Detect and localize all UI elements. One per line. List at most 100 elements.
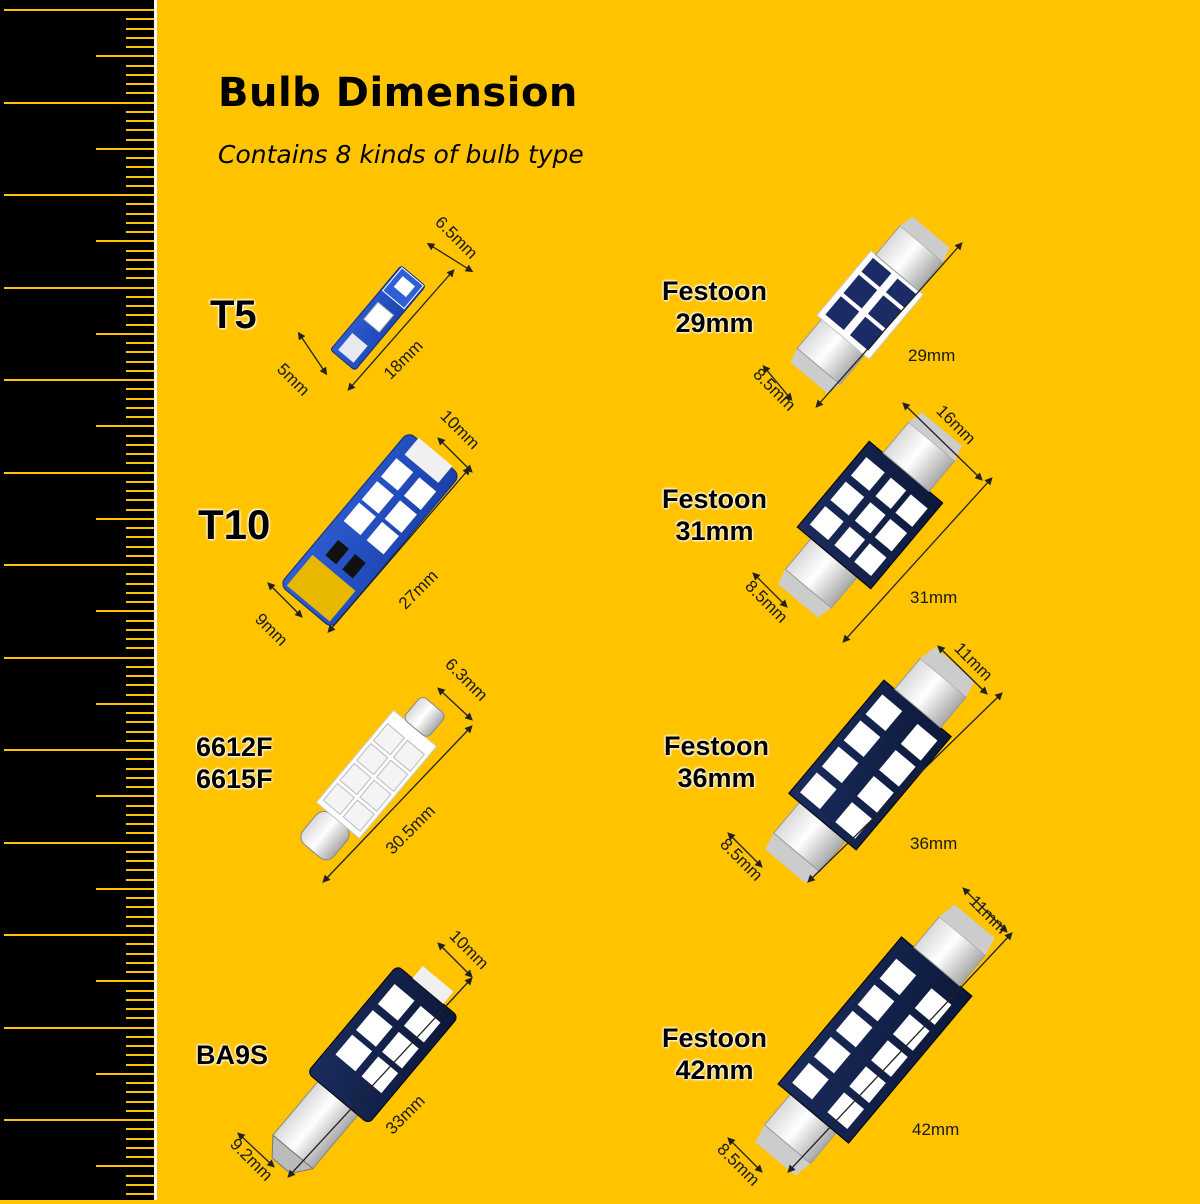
label-t10: T10 [198,501,271,548]
ruler-tick [126,804,154,807]
label-festoon-29mm-line1: Festoon [662,276,767,306]
ruler-tick [126,1008,154,1010]
ruler-tick [126,490,154,492]
bulb-t10 [282,434,458,626]
ruler-tick [126,129,154,132]
ruler-tick [126,739,154,742]
ruler-tick [126,869,154,872]
ruler-tick [126,462,154,465]
ruler-tick [126,453,154,455]
ruler-tick [126,961,154,964]
ruler-tick [126,1054,154,1057]
ruler-tick [126,221,154,224]
ruler-tick [126,582,154,585]
ruler-tick [126,628,154,631]
ruler-tick [126,1063,154,1066]
ruler-tick [126,767,154,770]
ruler-tick [126,295,154,298]
ruler-tick [126,832,154,835]
label-ba9s: BA9S [196,1040,269,1070]
label-festoon-31mm: Festoon 31mm [662,484,767,547]
ruler-tick [96,795,154,798]
ruler-tick [126,647,154,650]
ruler-tick [4,1119,154,1121]
label-festoon-29mm: Festoon 29mm [662,276,767,339]
ruler-tick [96,425,154,428]
ruler-tick [126,813,154,816]
ruler-tick [126,1193,154,1195]
ruler-tick [126,1109,154,1112]
ruler-tick [126,73,154,76]
ruler-tick [126,443,154,446]
ruler-tick [126,998,154,1001]
ruler-tick [126,203,154,206]
ruler-tick [126,157,154,159]
ruler-tick [96,610,154,613]
ruler-tick [126,305,154,307]
label-festoon-36mm: Festoon 36mm [664,731,769,794]
ruler-tick [126,823,154,825]
label-festoon-42mm-line2: 42mm [675,1054,754,1085]
ruler-tick [4,101,154,104]
ruler-tick [126,684,154,687]
ruler-tick [126,110,154,113]
ruler-tick [126,1174,154,1177]
label-t5: T5 [210,293,257,337]
ruler-tick [126,601,154,603]
ruler-tick [126,268,154,270]
ruler-tick [126,175,154,178]
ruler-tick [126,971,154,973]
ruler-tick [96,332,154,335]
label-6612f-line1: 6612F [196,732,273,762]
ruler-tick [126,554,154,557]
ruler-tick [126,638,154,640]
ruler-tick [96,887,154,890]
label-festoon-42mm: Festoon 42mm [662,1023,767,1086]
ruler-tick [126,1137,154,1140]
ruler-tick [126,480,154,483]
ruler-tick [126,277,154,280]
ruler-tick [126,406,154,409]
ruler-tick [4,749,154,751]
ruler-tick [126,573,154,576]
ruler-tick [4,379,154,381]
ruler-tick [126,545,154,548]
ruler-tick [126,416,154,418]
ruler-tick [126,231,154,233]
ruler-tick [126,591,154,594]
ruler-tick [96,240,154,243]
label-festoon-36mm-line2: 36mm [677,762,756,793]
ruler-tick [126,342,154,344]
ruler-tick [4,471,154,474]
ruler-tick [126,536,154,539]
ruler-tick [126,850,154,853]
ruler-tick [126,989,154,992]
ruler-tick [126,184,154,187]
ruler-tick [126,906,154,909]
label-festoon-31mm-line1: Festoon [662,484,767,514]
ruler-tick [126,1156,154,1158]
ruler-tick [126,212,154,215]
label-festoon-29mm-line2: 29mm [675,307,754,338]
ruler-tick [126,915,154,918]
ruler-tick [126,499,154,502]
ruler-tick [126,166,154,169]
ruler-strip [0,0,156,1204]
ruler-tick [126,323,154,326]
bulb-festoon-29mm [790,216,950,394]
ruler-tick [126,924,154,927]
dim-festoon-31mm-length: 31mm [910,588,958,607]
ruler-tick [96,147,154,150]
ruler-tick [126,92,154,95]
ruler-tick [126,138,154,141]
ruler-tick [126,1035,154,1038]
ruler-tick [96,517,154,520]
ruler-tick [96,1165,154,1168]
ruler-tick [4,564,154,566]
ruler-tick [126,952,154,955]
ruler-tick [4,194,154,196]
ruler-tick [126,434,154,437]
ruler-tick [126,860,154,862]
label-6612f-line2: 6615F [196,763,273,794]
ruler-tick [126,314,154,317]
